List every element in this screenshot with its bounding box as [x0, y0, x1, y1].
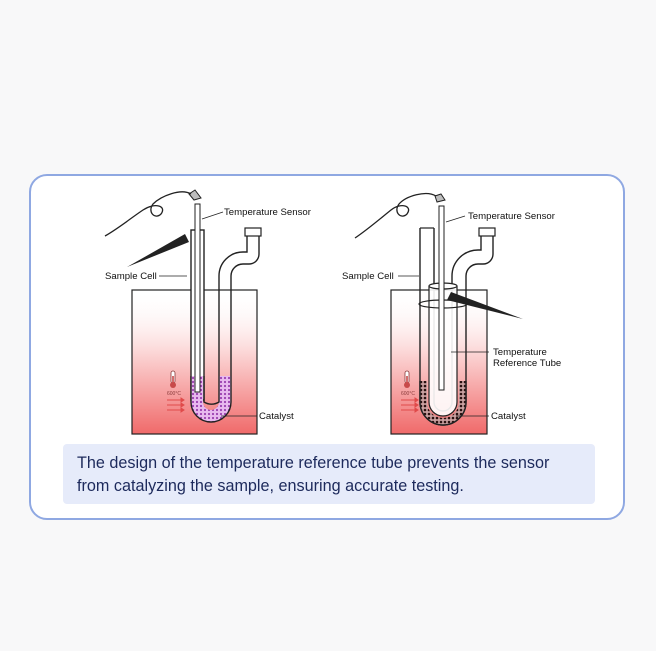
caption-text: The design of the temperature reference … [77, 454, 550, 495]
right-reference-tube-label-line2: Reference Tube [493, 358, 561, 369]
right-pointer-arrow [447, 292, 523, 319]
right-catalyst [420, 381, 466, 425]
caption-box: The design of the temperature reference … [63, 444, 595, 504]
right-thermometer-reading: 600°C [401, 391, 415, 397]
thermometer-icon [170, 370, 176, 388]
left-pointer-arrow [127, 234, 189, 267]
heat-arrows-icon [167, 397, 185, 413]
heat-arrows-icon [401, 397, 419, 413]
left-apparatus: 600°C Temperature Sensor Sample Cell Cat… [104, 189, 312, 435]
right-catalyst-label: Catalyst [491, 411, 526, 422]
left-catalyst-label: Catalyst [259, 411, 294, 422]
figure-card: 600°C Temperature Sensor Sample Cell Cat… [29, 174, 625, 520]
apparatus-diagram: 600°C Temperature Sensor Sample Cell Cat… [104, 189, 561, 435]
right-apparatus: 600°C Temperature Sensor Sample Cell Tem… [342, 192, 561, 435]
left-catalyst [191, 376, 231, 422]
left-sample-cell-label: Sample Cell [105, 271, 157, 282]
left-sensor-cable [104, 191, 192, 237]
left-thermometer-reading: 600°C [167, 391, 181, 397]
thermometer-icon [404, 370, 410, 388]
right-sensor-cable [354, 192, 437, 239]
right-temperature-sensor-label: Temperature Sensor [468, 211, 556, 222]
right-reference-tube-label-line1: Temperature [493, 347, 547, 358]
right-sample-cell-label: Sample Cell [342, 271, 394, 282]
left-temperature-sensor-label: Temperature Sensor [224, 207, 312, 218]
